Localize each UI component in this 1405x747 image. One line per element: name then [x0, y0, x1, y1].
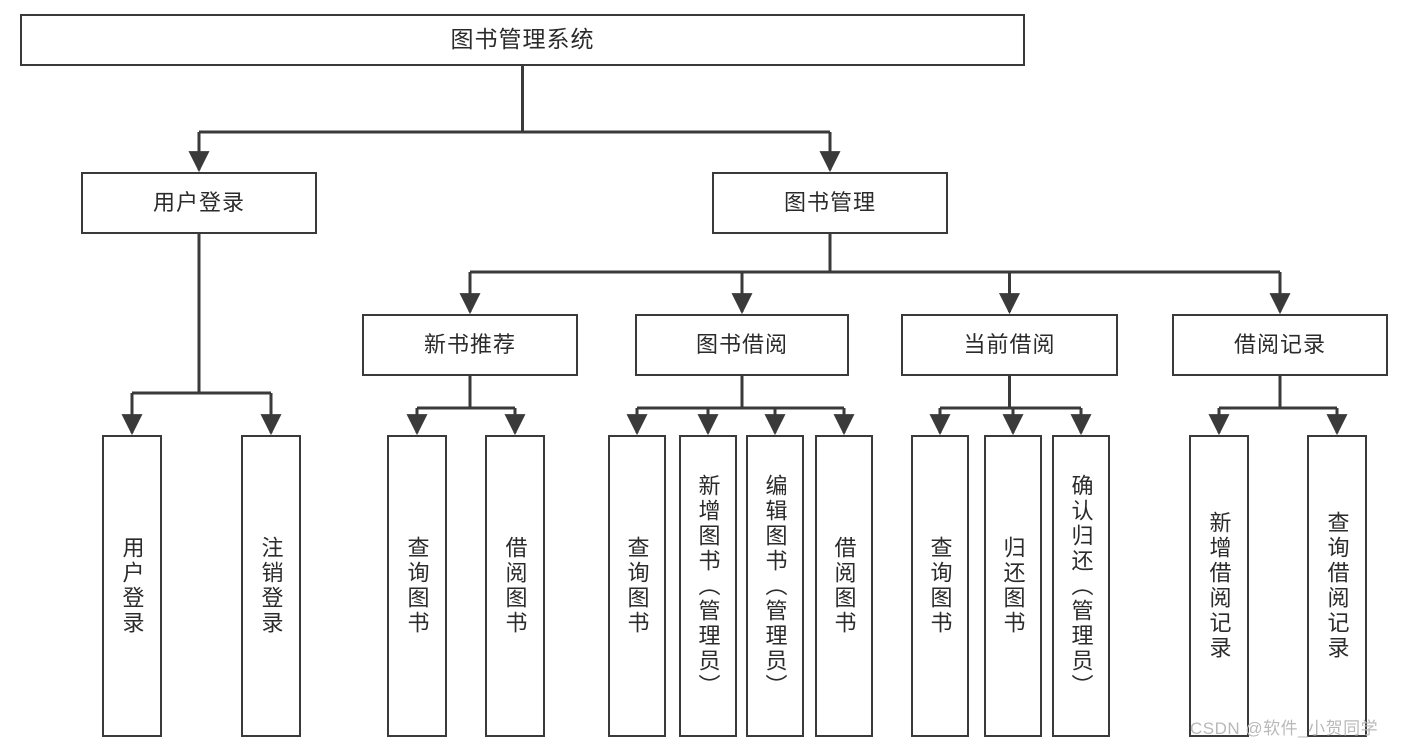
- node-label: 注销登录: [258, 536, 284, 636]
- node-label: 查询图书: [404, 536, 430, 636]
- node-book-borrow[interactable]: 图书借阅: [635, 314, 849, 376]
- node-new-book-recommend[interactable]: 新书推荐: [362, 314, 578, 376]
- node-leaf-borrow-book-1[interactable]: 借阅图书: [485, 435, 545, 737]
- node-label: 新书推荐: [423, 331, 516, 357]
- node-label: 图书借阅: [695, 331, 788, 357]
- csdn-watermark: CSDN @软件_小贺同学: [1190, 719, 1379, 738]
- node-label: 新增借阅记录: [1206, 511, 1232, 661]
- node-label: 查询图书: [624, 536, 650, 636]
- node-user-login[interactable]: 用户登录: [81, 172, 317, 234]
- node-leaf-borrow-book-2[interactable]: 借阅图书: [815, 435, 873, 737]
- node-leaf-query-book-2[interactable]: 查询图书: [608, 435, 666, 737]
- node-root[interactable]: 图书管理系统: [20, 14, 1025, 66]
- node-leaf-logout[interactable]: 注销登录: [241, 435, 301, 737]
- node-leaf-return-book[interactable]: 归还图书: [984, 435, 1042, 737]
- node-label: 归还图书: [1000, 536, 1026, 636]
- node-label: 借阅图书: [502, 536, 528, 636]
- node-label: 确认归还（管理员）: [1068, 473, 1094, 699]
- node-leaf-add-record[interactable]: 新增借阅记录: [1189, 435, 1249, 737]
- node-borrow-record[interactable]: 借阅记录: [1172, 314, 1388, 376]
- node-leaf-add-book[interactable]: 新增图书（管理员）: [679, 435, 737, 737]
- node-label: 借阅记录: [1233, 331, 1326, 357]
- node-leaf-query-book-1[interactable]: 查询图书: [387, 435, 447, 737]
- node-leaf-confirm-return[interactable]: 确认归还（管理员）: [1052, 435, 1110, 737]
- node-label: 编辑图书（管理员）: [762, 473, 788, 699]
- node-leaf-query-book-3[interactable]: 查询图书: [911, 435, 969, 737]
- node-label: 查询借阅记录: [1324, 511, 1350, 661]
- node-label: 图书管理系统: [450, 26, 595, 53]
- node-label: 借阅图书: [831, 536, 857, 636]
- node-label: 用户登录: [152, 189, 245, 215]
- node-label: 查询图书: [927, 536, 953, 636]
- node-leaf-query-record[interactable]: 查询借阅记录: [1307, 435, 1367, 737]
- node-book-manage[interactable]: 图书管理: [712, 172, 948, 234]
- node-label: 图书管理: [783, 189, 876, 215]
- node-leaf-edit-book[interactable]: 编辑图书（管理员）: [746, 435, 804, 737]
- node-label: 当前借阅: [963, 331, 1056, 357]
- node-label: 用户登录: [119, 536, 145, 636]
- node-label: 新增图书（管理员）: [695, 473, 721, 699]
- node-current-borrow[interactable]: 当前借阅: [901, 314, 1118, 376]
- node-leaf-user-login[interactable]: 用户登录: [102, 435, 162, 737]
